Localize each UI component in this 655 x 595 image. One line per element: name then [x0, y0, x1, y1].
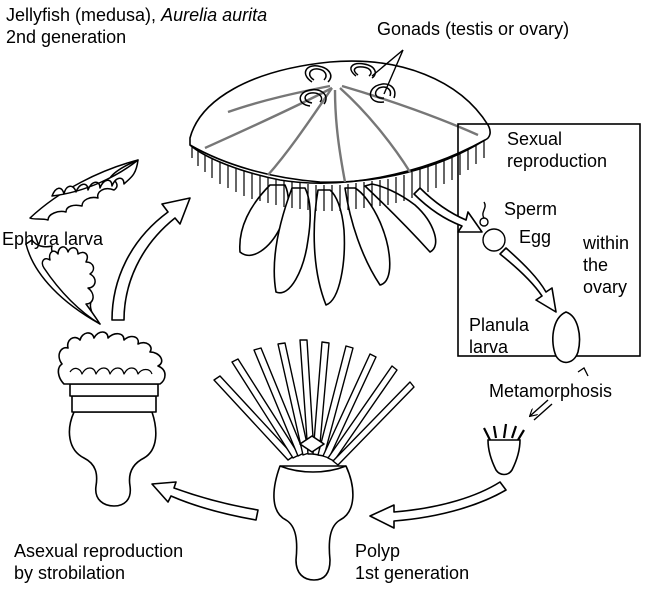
ephyra-larvae-illustration [25, 159, 139, 325]
planula-label-tick [577, 367, 589, 377]
polyp-body [273, 465, 354, 581]
species-name: Aurelia aurita [161, 5, 268, 25]
cycle-arrows [111, 187, 557, 529]
title-line-2: 2nd generation [6, 27, 127, 47]
gametes [479, 201, 506, 252]
bell-rim [189, 139, 486, 183]
strobila-illustration [57, 331, 166, 507]
strobila-top-ephyra [57, 331, 166, 385]
oral-arm [344, 187, 391, 286]
title-line-1: Jellyfish (medusa), Aurelia aurita [6, 4, 267, 26]
radial-canals [204, 84, 479, 183]
sperm-tail [482, 201, 486, 219]
sexual-reproduction-label-2: reproduction [507, 151, 608, 171]
egg-label: Egg [519, 227, 552, 247]
strobila-body [68, 411, 157, 507]
arrow-strobila-to-ephyra [111, 197, 191, 321]
marginal-tentacles [191, 137, 485, 211]
arrow-polyp-to-strobila [151, 481, 259, 521]
within-label: within [583, 233, 630, 253]
metamorphosis-arrow [530, 399, 553, 421]
oral-arm [313, 189, 346, 306]
arrow-young-polyp-to-polyp [369, 481, 507, 529]
sperm-label: Sperm [504, 199, 558, 219]
sexual-reproduction-label-1: Sexual [507, 129, 563, 149]
gonads-label: Gonads (testis or ovary) [377, 19, 570, 39]
title-plain: Jellyfish (medusa), [6, 5, 162, 25]
ephyra-label: Ephyra larva [2, 229, 104, 249]
sexual-reproduction-box [457, 123, 641, 357]
polyp-rim [279, 465, 347, 473]
egg-cell [482, 228, 506, 252]
asexual-label-1: Asexual reproduction [14, 541, 184, 561]
sperm-cell [479, 217, 489, 227]
polyp-illustration [213, 339, 415, 581]
ephyra-upper-lappets [51, 159, 139, 197]
polyp-label-2: 1st generation [355, 563, 470, 583]
medusa-bell [189, 60, 491, 184]
polyp-label-1: Polyp [355, 541, 401, 561]
polyp-mouth [299, 435, 325, 453]
planula-larva-shape [552, 311, 581, 364]
oral-arm [273, 187, 311, 294]
ephyra-upper [29, 159, 139, 221]
metamorphosis-label: Metamorphosis [489, 381, 613, 401]
planula-label-2: larva [469, 337, 509, 357]
arrow-medusa-to-gametes [413, 187, 483, 233]
arrow-egg-to-planula [499, 247, 557, 313]
medusa-illustration [189, 60, 491, 306]
strobila-frill-detail [69, 367, 153, 375]
ovary-label: ovary [583, 277, 628, 297]
asexual-label-2: by strobilation [14, 563, 126, 583]
strobila-disc [71, 395, 157, 413]
the-label: the [583, 255, 609, 275]
young-polyp-illustration [483, 423, 525, 476]
planula-label-1: Planula [469, 315, 530, 335]
ephyra-lower-lappets [41, 246, 101, 325]
strobila-disc [69, 383, 159, 397]
polyp-tentacles [213, 339, 415, 466]
oral-arm [364, 183, 437, 253]
gonads-pointer-lines [371, 49, 404, 95]
